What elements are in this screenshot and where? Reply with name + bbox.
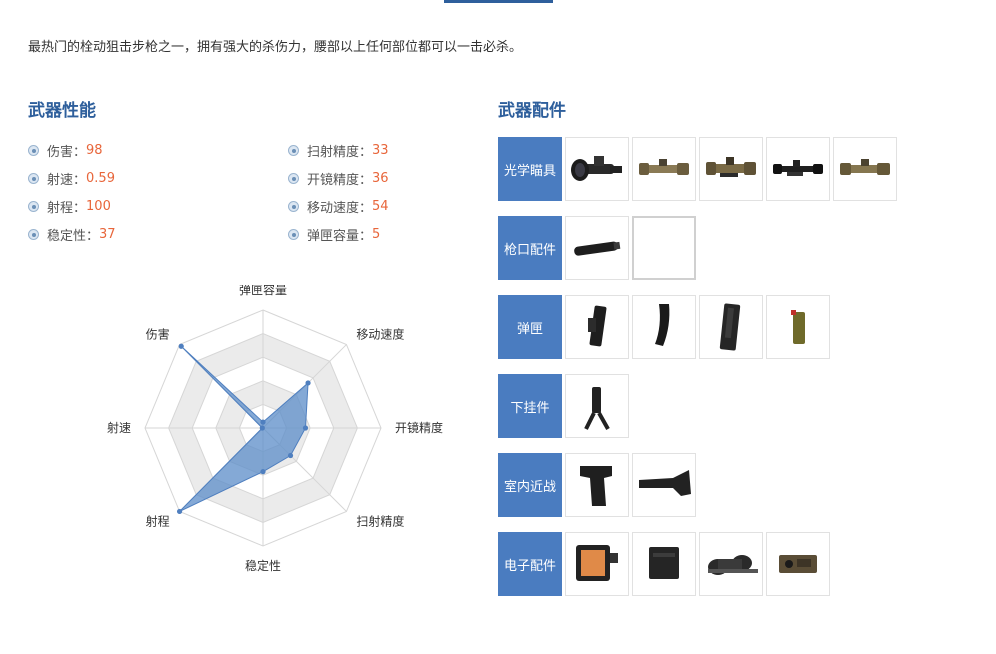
stat-move-speed: 移动速度：54 — [288, 197, 389, 216]
stat-name: 移动速度 — [307, 201, 360, 216]
stat-value: 100 — [86, 199, 111, 214]
stat-value: 54 — [372, 199, 389, 214]
stat-stability: 稳定性：37 — [28, 225, 116, 244]
radar-axis-label: 稳定性 — [245, 558, 281, 573]
radar-point — [259, 425, 265, 431]
radar-axis-label: 开镜精度 — [395, 420, 443, 435]
stat-fire-rate: 射速：0.59 — [28, 169, 115, 188]
radar-point — [176, 508, 183, 515]
bullet-icon — [288, 173, 299, 184]
suppressor-icon[interactable] — [565, 216, 629, 280]
scope-tan-icon[interactable] — [632, 137, 696, 201]
stat-spray-accuracy: 扫射精度：33 — [288, 141, 389, 160]
stat-name: 开镜精度 — [307, 173, 360, 188]
radar-point — [287, 452, 294, 459]
accessory-category-label: 光学瞄具 — [498, 137, 562, 201]
stat-value: 98 — [86, 143, 103, 158]
radar-axis-label: 弹匣容量 — [239, 285, 287, 297]
accessory-category-label: 弹匣 — [498, 295, 562, 359]
active-tab-indicator — [444, 0, 553, 3]
stat-damage: 伤害：98 — [28, 141, 103, 160]
bullet-icon — [288, 145, 299, 156]
bullet-icon — [28, 201, 39, 212]
stat-value: 36 — [372, 171, 389, 186]
radar-point — [260, 469, 266, 475]
radar-axis-label: 伤害 — [146, 327, 170, 342]
stat-name: 射速 — [47, 173, 74, 188]
stat-name: 射程 — [47, 201, 74, 216]
stat-value: 37 — [99, 227, 116, 242]
magazine-tan-icon[interactable] — [766, 295, 830, 359]
radar-axis-label: 射程 — [146, 513, 170, 528]
stat-name: 扫射精度 — [307, 145, 360, 160]
magazine-large-icon[interactable] — [699, 295, 763, 359]
laser-module-icon[interactable] — [766, 532, 830, 596]
radar-point — [305, 380, 311, 386]
stat-name: 稳定性 — [47, 229, 87, 244]
stat-range: 射程：100 — [28, 197, 111, 216]
accessory-category-label: 枪口配件 — [498, 216, 562, 280]
bullet-icon — [28, 229, 39, 240]
night-vision-icon[interactable] — [699, 532, 763, 596]
battery-box-icon[interactable] — [632, 532, 696, 596]
stat-mag-capacity: 弹匣容量：5 — [288, 225, 380, 244]
weapon-description: 最热门的栓动狙击步枪之一，拥有强大的杀伤力，腰部以上任何部位都可以一击必杀。 — [28, 40, 523, 55]
stats-list: 伤害：98 射速：0.59 射程：100 稳定性：37 扫射精度：33 开镜精度… — [28, 141, 448, 253]
empty-slot[interactable] — [632, 216, 696, 280]
magazine-black-icon[interactable] — [565, 295, 629, 359]
scope-black-icon[interactable] — [766, 137, 830, 201]
stock-icon[interactable] — [632, 453, 696, 517]
accessory-category-label: 室内近战 — [498, 453, 562, 517]
pistol-grip-icon[interactable] — [565, 453, 629, 517]
magazine-curved-icon[interactable] — [632, 295, 696, 359]
bullet-icon — [28, 145, 39, 156]
radar-point — [302, 425, 309, 431]
bullet-icon — [288, 201, 299, 212]
stat-value: 33 — [372, 143, 389, 158]
radar-axis-label: 移动速度 — [356, 327, 404, 342]
stat-name: 伤害 — [47, 145, 74, 160]
scope-tan-long-icon[interactable] — [833, 137, 897, 201]
scope-tan-rail-icon[interactable] — [699, 137, 763, 201]
bullet-icon — [28, 173, 39, 184]
radar-axis-label: 扫射精度 — [356, 513, 404, 528]
accessory-category-label: 下挂件 — [498, 374, 562, 438]
scope-large-icon[interactable] — [565, 137, 629, 201]
bullet-icon — [288, 229, 299, 240]
stat-value: 0.59 — [86, 171, 115, 186]
accessories-title: 武器配件 — [498, 101, 566, 121]
stat-scope-accuracy: 开镜精度：36 — [288, 169, 389, 188]
bipod-grip-icon[interactable] — [565, 374, 629, 438]
radar-point — [178, 343, 184, 349]
radar-axis-label: 射速 — [107, 420, 131, 435]
performance-title: 武器性能 — [28, 101, 96, 121]
radar-point — [260, 419, 266, 425]
accessory-category-label: 电子配件 — [498, 532, 562, 596]
thermal-display-icon[interactable] — [565, 532, 629, 596]
stat-name: 弹匣容量 — [307, 229, 360, 244]
stat-value: 5 — [372, 227, 381, 242]
